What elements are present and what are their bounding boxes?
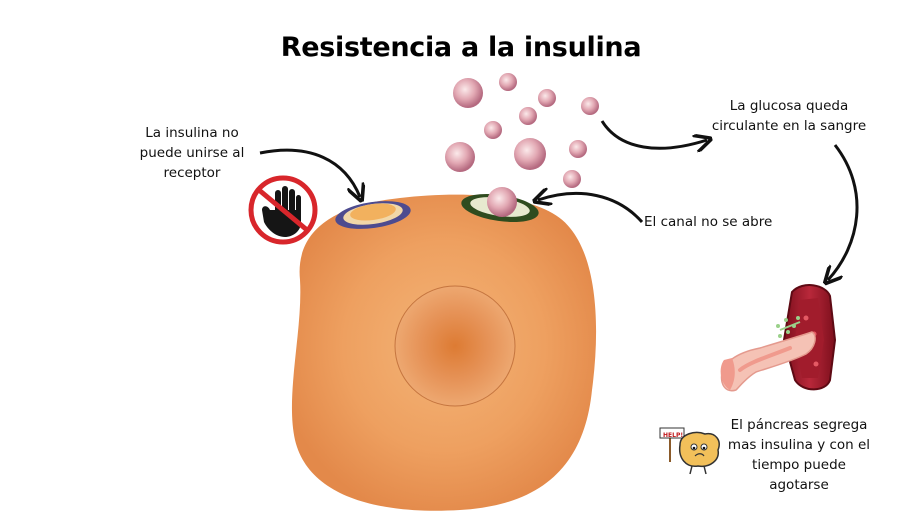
glucose-molecules [445, 73, 599, 217]
no-hand-icon [248, 175, 318, 245]
pancreas-mascot-icon [659, 427, 720, 475]
label-line: puede unirse al [139, 145, 245, 161]
glucose-molecule-icon [569, 140, 587, 158]
arrow-glucose [600, 120, 707, 148]
label-line: circulante en la sangre [711, 118, 867, 134]
label-line: La insulina no [145, 125, 239, 141]
arrow-channel [538, 193, 644, 223]
glucose-molecule-icon [453, 78, 483, 108]
label-line: La glucosa queda [729, 98, 849, 114]
glucose-molecule-icon [563, 170, 581, 188]
label-pancreas-secretes: El páncreas segrega mas insulina y con e… [718, 415, 880, 495]
label-line: El páncreas segrega [730, 417, 868, 433]
page-title: Resistencia a la insulina [280, 32, 642, 63]
glucose-molecule-icon [445, 142, 475, 172]
label-insulin-cannot-bind: La insulina no puede unirse al receptor [112, 123, 272, 183]
label-line: mas insulina y con el [727, 437, 871, 453]
label-glucose-circulating: La glucosa queda circulante en la sangre [700, 96, 878, 136]
insulin-receptor [335, 201, 411, 229]
glucose-molecule-icon [499, 73, 517, 91]
glucose-molecule-icon [514, 138, 546, 170]
glucose-molecule-icon [519, 107, 537, 125]
label-line: receptor [163, 165, 221, 181]
help-sign-text: HELP! [663, 432, 684, 439]
arrow-vessel [828, 144, 859, 280]
glucose-molecule-icon [538, 89, 556, 107]
label-line: agotarse [769, 477, 829, 493]
glucose-molecule-icon [487, 187, 517, 217]
label-line: tiempo puede [752, 457, 846, 473]
nucleus [394, 285, 516, 407]
label-channel-closed: El canal no se abre [644, 214, 773, 230]
glucose-molecule-icon [484, 121, 502, 139]
pancreas-icon [720, 316, 816, 392]
arrow-insulin [259, 148, 360, 197]
glucose-molecule-icon [581, 97, 599, 115]
